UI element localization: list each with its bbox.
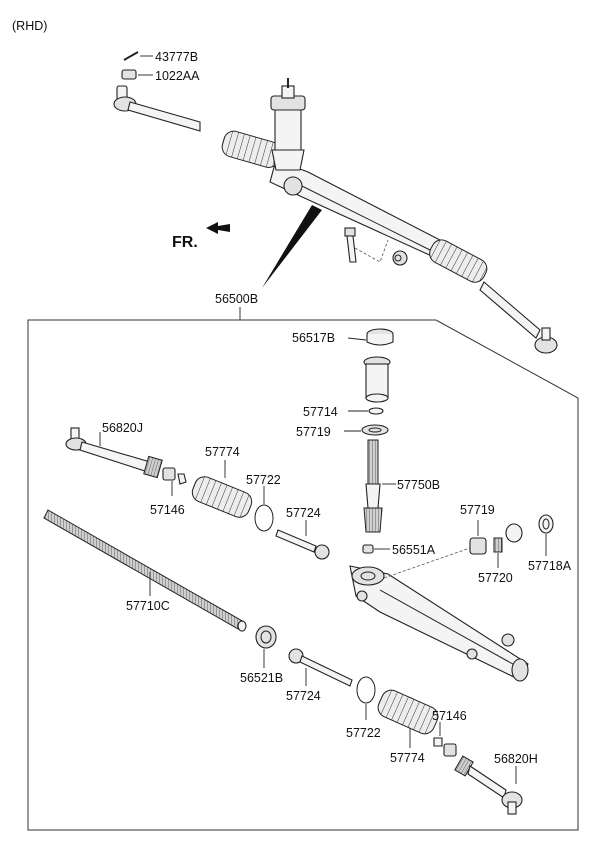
part-57750B: 57750B	[363, 439, 440, 533]
part-57724-bottom: 57724	[286, 648, 353, 703]
label-57774-bottom: 57774	[390, 751, 425, 765]
label-43777B: 43777B	[155, 50, 198, 64]
part-56820J: 56820J	[65, 421, 163, 479]
label-57774-top: 57774	[205, 445, 240, 459]
front-arrow-icon	[206, 222, 230, 234]
part-57722-bottom: 57722	[346, 676, 381, 740]
top-left-boot	[221, 130, 281, 168]
part-57719-side: 57719	[460, 503, 495, 555]
detail-frame	[27, 319, 579, 831]
label-56500B: 56500B	[215, 292, 258, 306]
part-43777B: 43777B	[123, 50, 198, 64]
part-57710C: 57710C	[43, 509, 247, 632]
part-56551A: 56551A	[362, 543, 436, 557]
top-steering-gear-assembly	[113, 78, 558, 354]
pinion-plug-housing	[363, 356, 391, 403]
part-56521B: 56521B	[240, 625, 283, 685]
part-57714: 57714	[303, 405, 384, 419]
label-57719-top: 57719	[296, 425, 331, 439]
top-left-tie-rod-end	[113, 85, 201, 132]
part-57718A: 57718A	[528, 514, 572, 573]
fr-label: FR.	[172, 234, 198, 251]
top-rack-housing	[269, 78, 441, 266]
part-57774-bottom	[377, 689, 439, 735]
part-57720: 57720	[478, 537, 513, 585]
label-56820J: 56820J	[102, 421, 143, 435]
front-direction-marker: FR.	[172, 222, 230, 251]
label-57750B: 57750B	[397, 478, 440, 492]
label-56820H: 56820H	[494, 752, 538, 766]
label-57146-bottom: 57146	[432, 709, 467, 723]
part-56517B: 56517B	[292, 328, 394, 346]
label-57722-bottom: 57722	[346, 726, 381, 740]
label-57718A: 57718A	[528, 559, 572, 573]
label-56551A: 56551A	[392, 543, 436, 557]
top-right-tie-rod-end	[479, 281, 558, 354]
label-57722-top: 57722	[246, 473, 281, 487]
part-57722-top: 57722	[246, 473, 281, 532]
label-56521B: 56521B	[240, 671, 283, 685]
label-57720: 57720	[478, 571, 513, 585]
label-57146-top: 57146	[150, 503, 185, 517]
label-57724-top: 57724	[286, 506, 321, 520]
part-1022AA: 1022AA	[121, 69, 200, 83]
part-57146-bottom: 57146	[432, 709, 467, 757]
part-57720-plug	[505, 523, 523, 543]
label-56517B: 56517B	[292, 331, 335, 345]
part-57774-top	[191, 476, 253, 518]
label-57724-bottom: 57724	[286, 689, 321, 703]
rhd-label: (RHD)	[12, 19, 47, 33]
detail-pointer	[262, 205, 322, 288]
detail-rack-housing	[349, 547, 529, 682]
label-57714: 57714	[303, 405, 338, 419]
top-mount-bolt	[344, 227, 389, 263]
label-57710C: 57710C	[126, 599, 170, 613]
part-57724-top: 57724	[275, 506, 330, 560]
top-right-boot	[429, 239, 488, 283]
label-1022AA: 1022AA	[155, 69, 200, 83]
part-56820H: 56820H	[454, 752, 538, 815]
part-57146-top: 57146	[150, 467, 187, 517]
label-57719-side: 57719	[460, 503, 495, 517]
part-57719-top: 57719	[296, 424, 389, 439]
